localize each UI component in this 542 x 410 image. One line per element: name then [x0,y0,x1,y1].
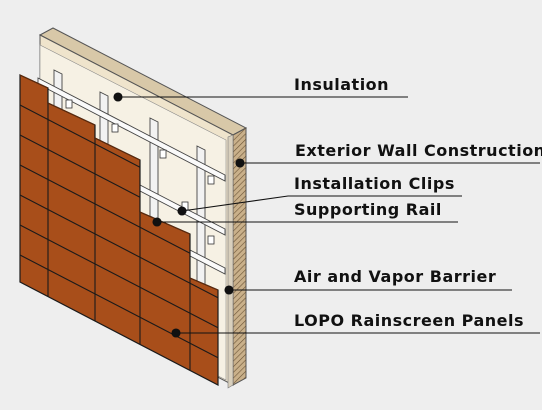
leader-dot [235,158,245,168]
horizontal-rail [37,77,226,182]
leader-lines [113,92,540,338]
installation-clip [159,149,167,159]
leader-dot [224,285,234,295]
label-exterior-wall-construction: Exterior Wall Construction [295,141,542,160]
label-air-vapor-barrier: Air and Vapor Barrier [294,267,497,286]
installation-clip [111,123,119,133]
leader-dot [152,217,162,227]
label-rainscreen-panels: LOPO Rainscreen Panels [294,311,525,330]
label-insulation: Insulation [294,75,390,94]
installation-clip [207,175,215,185]
leader-dot [171,328,181,338]
installation-clip [65,99,73,109]
air-vapor-barrier-layer [227,134,234,389]
supporting-rail [149,117,159,221]
leader-dot [177,206,187,216]
wall-side-hatch [233,128,246,385]
leader-dot [113,92,123,102]
leader-installation-clips [181,195,462,212]
panel-top-edges [19,74,219,291]
label-supporting-rail: Supporting Rail [294,200,442,219]
installation-clip [207,235,215,245]
label-installation-clips: Installation Clips [294,174,455,193]
